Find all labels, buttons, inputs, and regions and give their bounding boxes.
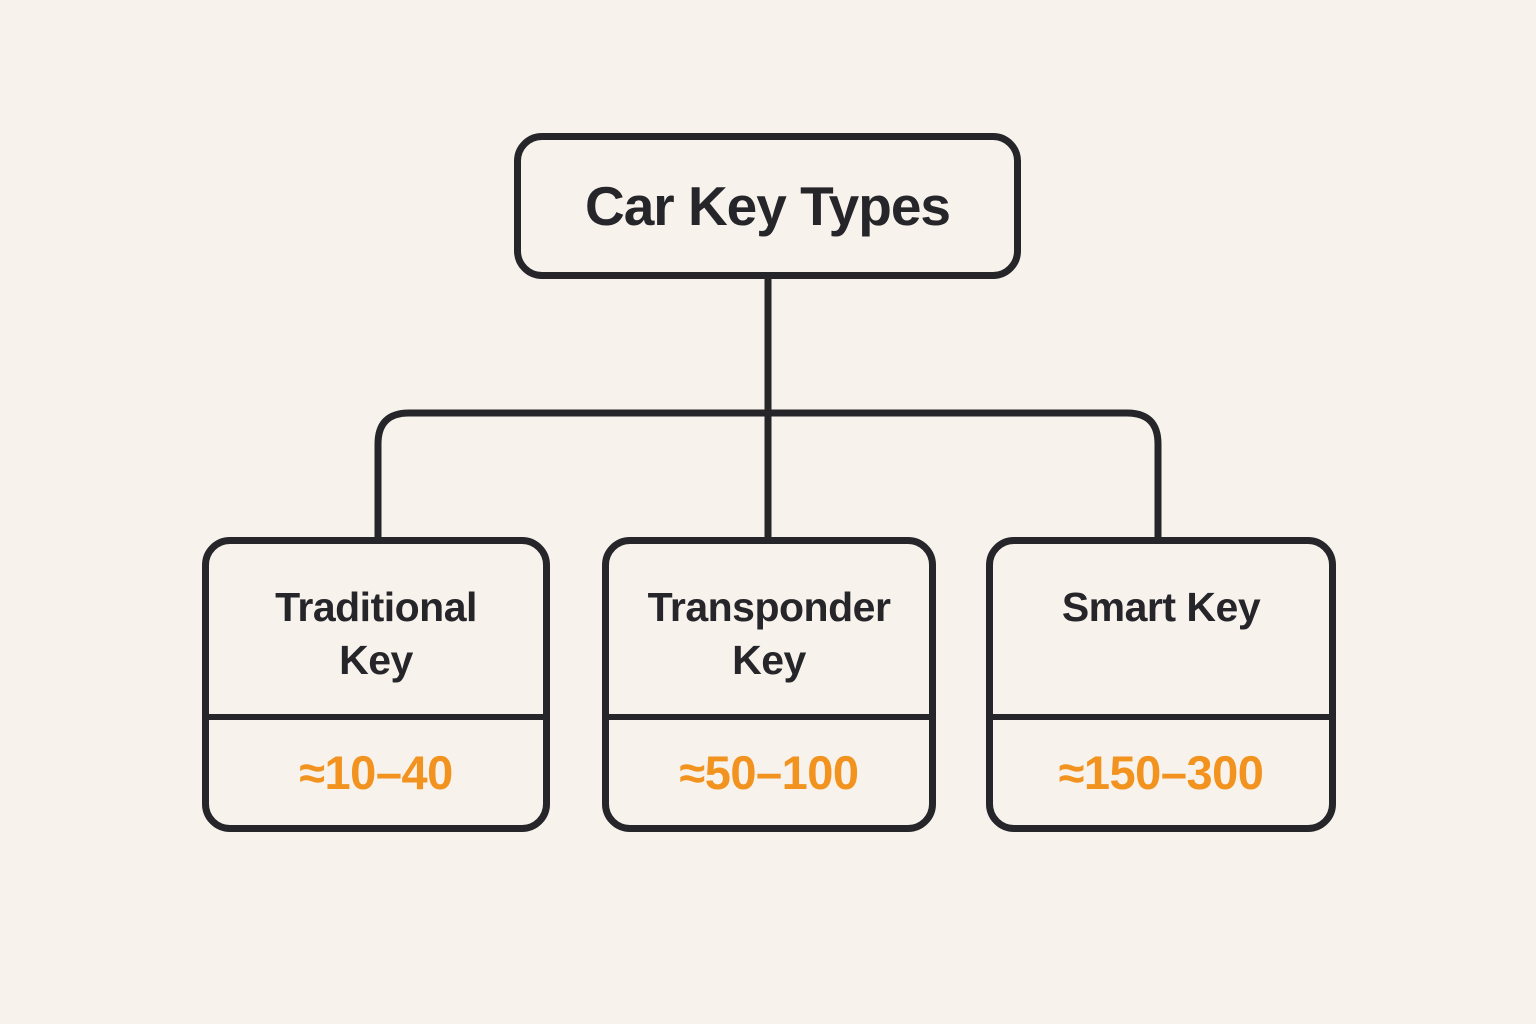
node-label: Transponder Key bbox=[609, 544, 929, 720]
node-traditional-key: Traditional Key ≈10–40 bbox=[202, 537, 550, 832]
node-transponder-key: Transponder Key ≈50–100 bbox=[602, 537, 936, 832]
node-smart-key: Smart Key ≈150–300 bbox=[986, 537, 1336, 832]
node-price-range: ≈150–300 bbox=[1058, 746, 1264, 799]
node-label: Traditional Key bbox=[209, 544, 543, 720]
node-price-range: ≈10–40 bbox=[299, 746, 453, 799]
node-price-range: ≈50–100 bbox=[679, 746, 859, 799]
diagram-title: Car Key Types bbox=[584, 175, 951, 237]
node-car-key-types: Car Key Types bbox=[514, 133, 1021, 279]
node-label: Smart Key bbox=[993, 544, 1329, 720]
connector-branch-bar bbox=[374, 409, 1162, 540]
